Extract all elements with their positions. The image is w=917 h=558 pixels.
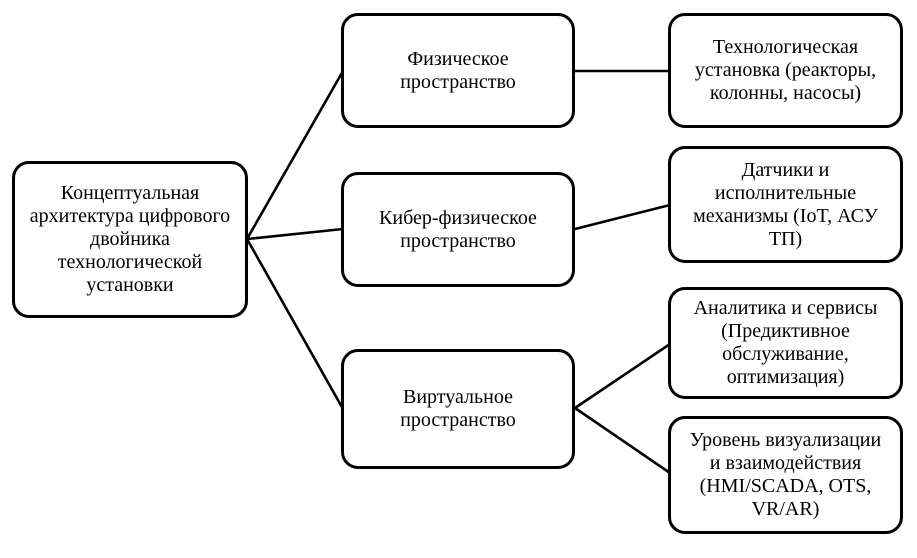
- connector-virtual-visualization: [573, 406, 672, 475]
- node-physical-space-label: Физическое пространство: [400, 47, 516, 93]
- connector-virtual-analytics: [573, 342, 672, 410]
- node-analytics-services-label: Аналитика и сервисы (Предиктивное обслуж…: [693, 297, 878, 388]
- node-cyber-physical-space: Кибер-физическое пространство: [341, 172, 575, 287]
- node-virtual-space: Виртуальное пространство: [341, 349, 575, 469]
- node-visualization-interaction-label: Уровень визуализации и взаимодействия (H…: [689, 429, 882, 520]
- node-visualization-interaction: Уровень визуализации и взаимодействия (H…: [668, 416, 903, 534]
- node-virtual-space-label: Виртуальное пространство: [400, 386, 516, 431]
- node-process-plant-label: Технологическая установка (реакторы, кол…: [694, 36, 877, 104]
- connector-root-physical: [245, 69, 345, 241]
- connector-cyberphysical-sensors: [573, 203, 672, 231]
- node-sensors-actuators-label: Датчики и исполнительные механизмы (IoT,…: [693, 158, 878, 250]
- node-sensors-actuators: Датчики и исполнительные механизмы (IoT,…: [668, 146, 903, 263]
- node-physical-space: Физическое пространство: [341, 13, 575, 128]
- node-root-label: Концептуальная архитектура цифрового дво…: [29, 182, 231, 296]
- connector-root-cyberphysical: [245, 227, 345, 241]
- connector-root-virtual: [245, 237, 345, 411]
- node-process-plant: Технологическая установка (реакторы, кол…: [668, 13, 903, 128]
- node-analytics-services: Аналитика и сервисы (Предиктивное обслуж…: [668, 287, 903, 399]
- node-cyber-physical-space-label: Кибер-физическое пространство: [379, 206, 537, 252]
- node-root: Концептуальная архитектура цифрового дво…: [12, 161, 248, 318]
